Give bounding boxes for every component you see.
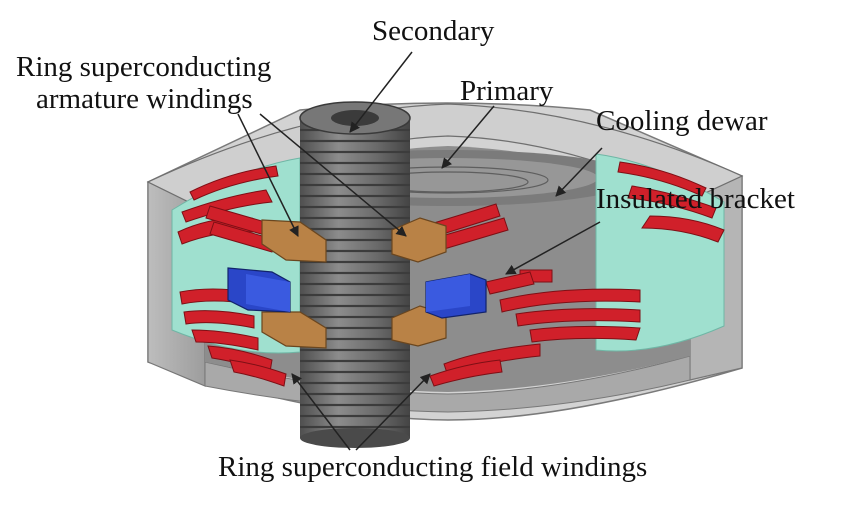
field-leader-right	[355, 373, 431, 451]
label-armature-line2: armature windings	[36, 83, 253, 115]
field-leader-left	[291, 373, 351, 451]
label-secondary: Secondary	[372, 15, 495, 47]
cooling-dewar-leader	[555, 147, 603, 197]
label-primary: Primary	[460, 75, 554, 107]
left-field-windings	[177, 165, 287, 387]
label-insulated-bracket: Insulated bracket	[596, 183, 795, 215]
insulated-bracket-leader	[505, 221, 601, 275]
label-field-windings: Ring superconducting field windings	[218, 451, 648, 483]
label-cooling-dewar: Cooling dewar	[596, 105, 768, 137]
label-armature-line1: Ring superconducting	[16, 51, 272, 83]
secondary-leader	[349, 51, 413, 133]
primary-leader	[441, 105, 495, 169]
secondary-shaft	[299, 101, 411, 448]
armature-leader-left	[237, 113, 299, 237]
leader-lines	[237, 51, 603, 451]
right-field-windings	[429, 161, 725, 387]
armature-leader-right	[259, 113, 407, 237]
magnet-blocks	[227, 267, 487, 319]
